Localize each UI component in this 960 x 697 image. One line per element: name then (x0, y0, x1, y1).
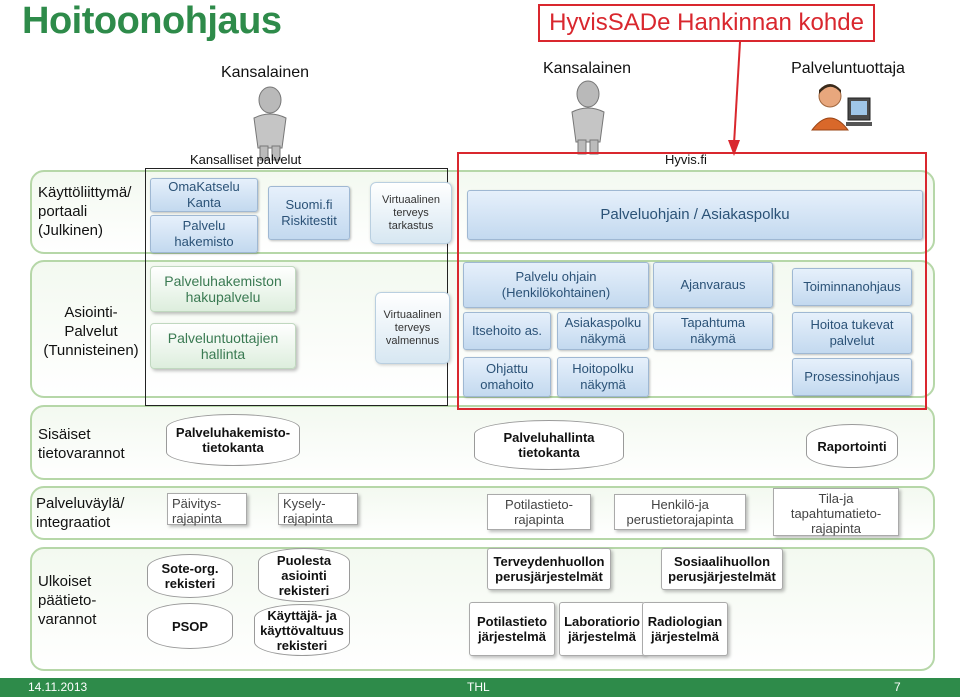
national-services-frame (145, 168, 448, 406)
footer-bar (0, 678, 960, 697)
hoitopolku-nakyma-box: Hoitopolku näkymä (557, 357, 649, 397)
potilastieto-jarjestelma-box: Potilastieto järjestelmä (469, 602, 555, 656)
footer-date: 14.11.2013 (28, 680, 88, 694)
sote-rekisteri-db: Sote-org. rekisteri (147, 554, 233, 598)
laboratorio-jarjestelma-box: Laboratiorio järjestelmä (559, 602, 645, 656)
actor-citizen-2-label: Kansalainen (542, 60, 632, 77)
hakupalvelu-box: Palveluhakemiston hakupalvelu (150, 266, 296, 312)
footer-page-number: 7 (894, 680, 901, 694)
toiminnanohjaus-box: Toiminnanohjaus (792, 268, 912, 306)
palveluhakemisto-tietokanta-db: Palveluhakemisto- tietokanta (166, 414, 300, 466)
palveluhallinta-tietokanta-db: Palveluhallinta tietokanta (474, 420, 624, 470)
itsehoito-box: Itsehoito as. (463, 312, 551, 350)
henkilo-rajapinta: Henkilö-ja perustietorajapinta (614, 494, 746, 530)
tapahtuma-nakyma-box: Tapahtuma näkymä (653, 312, 773, 350)
virtuaalinen-tarkastus-box: Virtuaalinen terveys tarkastus (370, 182, 452, 244)
terveydenhuollon-box: Terveydenhuollon perusjärjestelmät (487, 548, 611, 590)
kysely-rajapinta: Kysely- rajapinta (278, 493, 358, 526)
procurement-arrow-icon (728, 41, 741, 156)
palvelu-ohjain-box: Palvelu ohjain (Henkilökohtainen) (463, 262, 649, 308)
suomi-riskitestit-box: Suomi.fi Riskitestit (268, 186, 350, 240)
virtuaalinen-valmennus-box: Virtuaalinen terveys valmennus (375, 292, 450, 364)
prosessinohjaus-box: Prosessinohjaus (792, 358, 912, 396)
row-label-external: Ulkoiset päätieto- varannot (38, 573, 97, 628)
potilastieto-rajapinta: Potilastieto- rajapinta (487, 494, 591, 530)
kayttaja-rekisteri-db: Käyttäjä- ja käyttövaltuus rekisteri (254, 604, 350, 656)
row-label-ui: Käyttöliittymä/ portaali (Julkinen) (38, 184, 132, 239)
tila-rajapinta: Tila-ja tapahtumatieto- rajapinta (773, 488, 899, 536)
page-title: Hoitoonohjaus (22, 0, 282, 42)
citizen-figure-icon (253, 86, 287, 161)
palveluhakemisto-box: Palvelu hakemisto (150, 215, 258, 253)
hoitoa-tukevat-box: Hoitoa tukevat palvelut (792, 312, 912, 354)
national-services-caption: Kansalliset palvelut (190, 152, 302, 167)
tuottajien-hallinta-box: Palveluntuottajien hallinta (150, 323, 296, 369)
ohjattu-omahoito-box: Ohjattu omahoito (463, 357, 551, 397)
hyvis-frame (457, 152, 927, 410)
footer-org: THL (467, 680, 490, 694)
puolesta-asiointi-db: Puolesta asiointi rekisteri (258, 548, 350, 602)
palveluohjain-box: Palveluohjain / Asiakaspolku (467, 190, 923, 240)
provider-at-computer-icon (810, 84, 872, 131)
paivitys-rajapinta: Päivitys- rajapinta (167, 493, 247, 526)
procurement-label: HyvisSADe Hankinnan kohde (538, 4, 875, 42)
ajanvaraus-box: Ajanvaraus (653, 262, 773, 308)
row-label-bus: Palveluväylä/ integraatiot (36, 495, 125, 531)
sosiaalihuollon-box: Sosiaalihuollon perusjärjestelmät (661, 548, 783, 590)
omakatselu-box: OmaKatselu Kanta (150, 178, 258, 212)
citizen-figure-icon-2 (571, 80, 605, 155)
actor-citizen-1-label: Kansalainen (220, 64, 310, 81)
row-label-asiointi: Asiointi- Palvelut (Tunnisteinen) (43, 304, 139, 359)
actor-provider-label: Palveluntuottaja (791, 60, 905, 77)
raportointi-db: Raportointi (806, 424, 898, 468)
hyvis-caption: Hyvis.fi (665, 152, 707, 167)
asiakaspolku-nakyma-box: Asiakaspolku näkymä (557, 312, 649, 350)
radiologia-jarjestelma-box: Radiologian järjestelmä (642, 602, 728, 656)
psop-db: PSOP (147, 603, 233, 649)
row-label-internal: Sisäiset tietovarannot (38, 426, 125, 462)
